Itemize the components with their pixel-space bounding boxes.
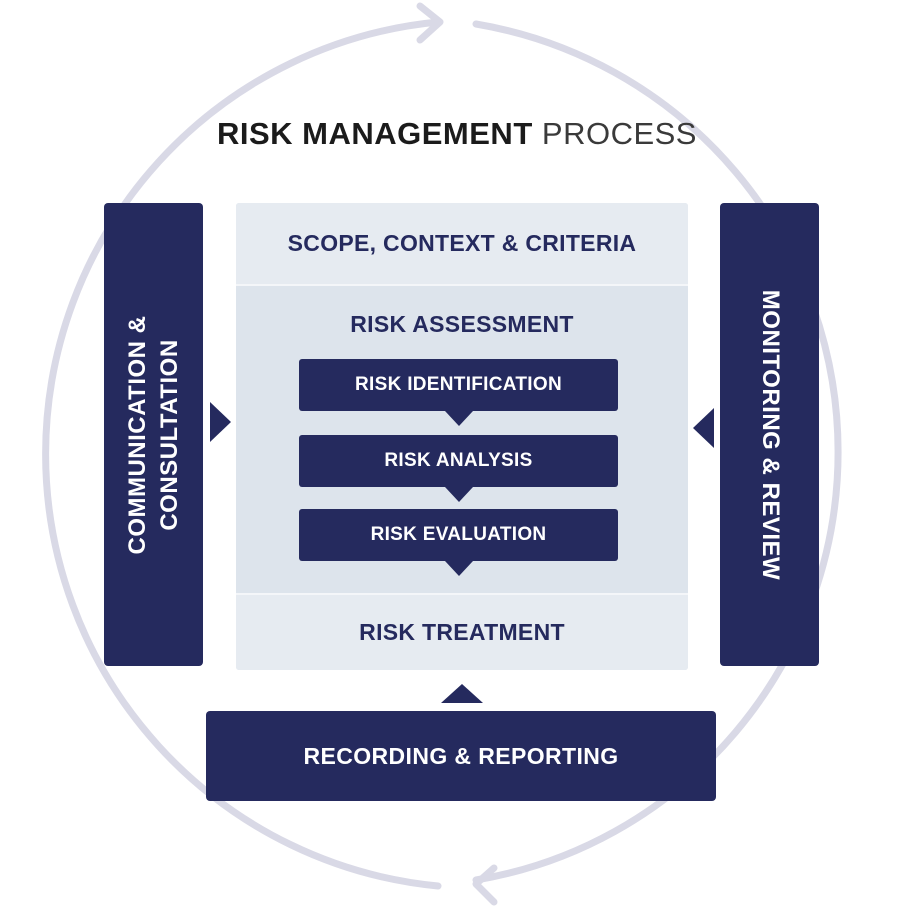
cycle-arc-right [472, 20, 842, 884]
risk-assessment-label: RISK ASSESSMENT [350, 311, 574, 337]
scope-band [236, 203, 688, 284]
communication-consultation-panel: COMMUNICATION & CONSULTATION [104, 203, 203, 666]
bottom-pointer-arrow-icon [441, 684, 483, 703]
communication-consultation-label: COMMUNICATION & CONSULTATION [122, 315, 186, 554]
cycle-arrowhead-top-icon [416, 2, 444, 44]
scope-context-criteria-label: SCOPE, CONTEXT & CRITERIA [287, 230, 637, 256]
monitoring-review-label: MONITORING & REVIEW [756, 289, 784, 580]
divider-bottom [236, 593, 688, 595]
diagram-title: RISK MANAGEMENT PROCESS [0, 116, 914, 160]
risk-evaluation-step: RISK EVALUATION [299, 509, 618, 561]
step-arrow-3-icon [445, 561, 473, 576]
divider-top [236, 284, 688, 286]
communication-label-line1: COMMUNICATION & [123, 314, 151, 555]
right-pointer-arrow-icon [693, 408, 714, 448]
recording-reporting-panel: RECORDING & REPORTING [206, 711, 716, 801]
title-bold: RISK MANAGEMENT [216, 116, 533, 151]
risk-analysis-step: RISK ANALYSIS [299, 435, 618, 487]
risk-identification-step: RISK IDENTIFICATION [299, 359, 618, 411]
communication-label-line2: CONSULTATION [155, 338, 183, 531]
cycle-arrowhead-bottom-icon [472, 864, 498, 906]
treatment-band [236, 594, 688, 670]
cycle-arc-left [42, 18, 442, 890]
risk-treatment-label: RISK TREATMENT [359, 619, 565, 645]
left-pointer-arrow-icon [210, 402, 231, 442]
step-arrow-2-icon [445, 487, 473, 502]
monitoring-review-panel: MONITORING & REVIEW [720, 203, 819, 666]
step-arrow-1-icon [445, 411, 473, 426]
title-light: PROCESS [541, 116, 697, 151]
